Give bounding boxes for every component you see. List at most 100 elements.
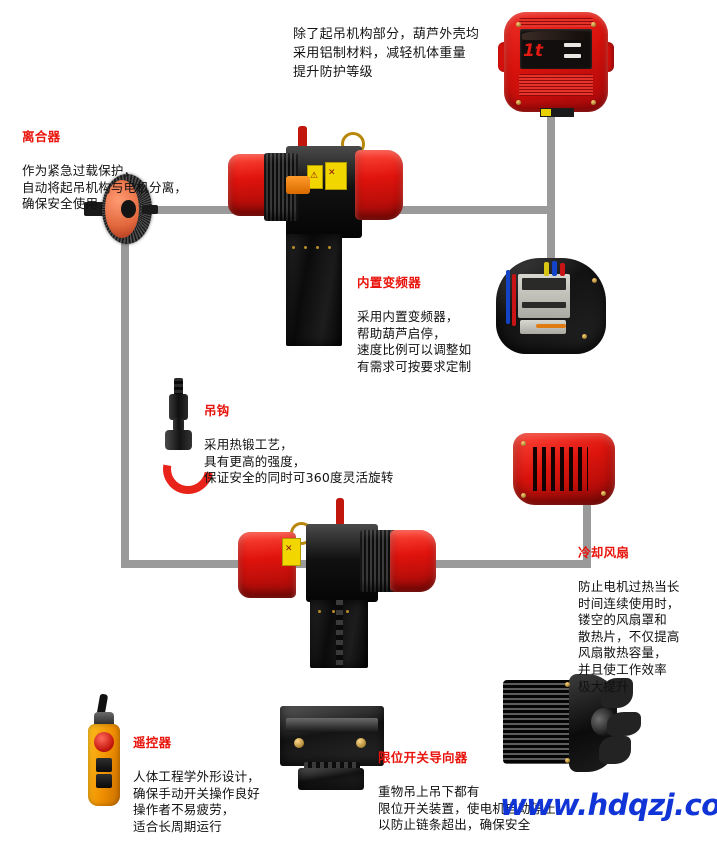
limit-switch-image <box>280 706 384 792</box>
pendant-remote-image <box>80 693 136 814</box>
inverter-board-chip <box>522 278 566 290</box>
cover-screw-br <box>591 100 596 105</box>
cover-grill-bottom <box>519 74 593 96</box>
hook-bearing-nut <box>165 430 192 450</box>
lower-hoist-chain-bag <box>310 600 368 668</box>
hook-image <box>153 378 223 504</box>
inverter-image <box>496 258 606 358</box>
remote-up-button <box>96 758 112 772</box>
annotation-inverter-body: 采用内置变频器， 帮助葫芦启停， 速度比例可以调整如 有需求可按要求定制 <box>357 308 472 374</box>
site-watermark: www.hdqzj.com <box>500 788 717 822</box>
emergency-stop-button <box>94 732 114 752</box>
hook-chain <box>174 378 183 396</box>
wire-blue-a <box>506 270 510 324</box>
annotation-cooling-fan-body: 防止电机过热当长 时间连续使用时， 镂空的风扇罩和 散热片，不仅提高 风扇散热容… <box>578 578 680 694</box>
connector-line-inverter-vertical <box>547 206 555 276</box>
annotation-hook: 吊钩 采用热锻工艺， 具有更高的强度， 保证安全的同时可360度灵活旋转 <box>204 386 484 503</box>
hook-swivel-body <box>169 394 188 420</box>
clutch-image <box>84 172 164 248</box>
upper-hoist-connector-block <box>286 176 310 194</box>
annotation-inverter: 内置变频器 采用内置变频器， 帮助葫芦启停， 速度比例可以调整如 有需求可按要求… <box>357 258 517 392</box>
cover-label-tag <box>540 108 574 117</box>
lower-hoist-image: ✕ <box>238 498 436 670</box>
cover-screw-bl <box>516 100 521 105</box>
limit-switch-chain <box>304 762 360 772</box>
annotation-clutch-heading: 离合器 <box>22 128 61 144</box>
inverter-board-strip <box>522 302 566 308</box>
upper-hoist-warning-label-b: ✕ <box>325 162 347 190</box>
connector-line-left-vertical <box>121 206 129 568</box>
nameplate-field-2 <box>564 54 581 58</box>
cover-screw-tr <box>591 22 596 27</box>
wire-blue-b <box>552 261 557 276</box>
motor-fan-image <box>503 672 643 780</box>
annotation-cooling-fan: 冷却风扇 防止电机过热当长 时间连续使用时， 镂空的风扇罩和 散热片，不仅提高 … <box>578 528 714 712</box>
limit-switch-bolt-left <box>294 738 304 748</box>
bag-rivet <box>332 610 335 613</box>
intro-note: 除了起吊机构部分，葫芦外壳均 采用铝制材料，减轻机体重量 提升防护等级 <box>293 27 480 80</box>
annotation-clutch-body: 作为紧急过载保护， 自动将起吊机构与电机分离， 确保安全使用 <box>22 162 188 212</box>
clutch-hub <box>121 200 136 218</box>
cover-grill-top <box>519 18 593 27</box>
fan-cover-screw-tl <box>521 441 526 446</box>
lower-hoist-warning-label: ✕ <box>282 538 301 566</box>
annotation-inverter-heading: 内置变频器 <box>357 274 422 290</box>
lower-hoist-load-chain <box>336 600 343 668</box>
limit-switch-body <box>280 706 384 766</box>
fan-cover-image <box>513 433 615 509</box>
annotation-hook-body: 采用热锻工艺， 具有更高的强度， 保证安全的同时可360度灵活旋转 <box>204 436 394 486</box>
inverter-screw-b <box>582 334 587 339</box>
diagram-canvas: 1t 除了起吊机构部分，葫芦外壳均 采用铝制材料，减轻机体重量 提升防护等级 ⚠ <box>22 12 717 834</box>
lower-hoist-right-housing <box>390 530 436 592</box>
upper-hoist-image: ⚠ ✕ <box>228 126 403 353</box>
bag-rivet <box>292 246 295 249</box>
wire-yellow <box>544 262 549 276</box>
upper-hoist-chain-bag <box>286 234 342 346</box>
limit-switch-bolt-right <box>356 738 366 748</box>
remote-down-button <box>96 774 112 788</box>
annotation-remote-body: 人体工程学外形设计， 确保手动开关操作良好 操作者不易疲劳， 适合长周期运行 <box>133 768 261 834</box>
no-entry-icon: ✕ <box>328 168 336 178</box>
motor-cooling-fins <box>503 680 577 764</box>
clutch-shaft-right <box>142 205 158 214</box>
bag-rivet <box>304 246 307 249</box>
upper-hoist-right-housing <box>355 150 403 220</box>
connector-line-fan-vertical <box>583 498 591 568</box>
wire-red-a <box>512 274 516 326</box>
connector-line-top-vertical <box>547 104 555 244</box>
annotation-clutch: 离合器 作为紧急过载保护， 自动将起吊机构与电机分离， 确保安全使用 <box>22 112 222 229</box>
motor-screw-bottom <box>565 758 570 763</box>
fan-blade <box>601 678 633 708</box>
bag-rivet <box>318 610 321 613</box>
upper-hoist-top-hook <box>298 126 307 162</box>
capacity-badge: 1t <box>523 41 543 61</box>
nameplate-window <box>522 31 588 40</box>
hook-shank <box>173 418 184 432</box>
bag-rivet <box>328 246 331 249</box>
warning-triangle-icon: ⚠ <box>310 171 319 181</box>
annotation-limit-switch-heading: 限位开关导向器 <box>378 749 468 765</box>
fan-cover-louvers <box>533 447 588 491</box>
annotation-cooling-fan-heading: 冷却风扇 <box>578 544 630 560</box>
motor-screw-top <box>565 682 570 687</box>
fan-cover-screw-br <box>601 491 606 496</box>
inverter-screw-a <box>592 278 597 283</box>
no-entry-icon: ✕ <box>285 544 293 554</box>
wire-red-b <box>560 263 565 276</box>
fan-blade <box>607 712 641 736</box>
limit-switch-lower-block <box>298 768 364 790</box>
annotation-remote-heading: 遥控器 <box>133 734 172 750</box>
lower-hoist-top-hook <box>336 498 344 526</box>
upper-hoist-warning-label-a: ⚠ <box>307 165 323 189</box>
limit-switch-guide-bar <box>286 718 378 732</box>
cover-screw-tl <box>516 22 521 27</box>
fan-cover-screw-bl <box>521 493 526 498</box>
fan-blade <box>599 736 631 764</box>
cover-nameplate: 1t <box>520 29 592 69</box>
bag-rivet <box>346 610 349 613</box>
aluminium-cover-image: 1t <box>498 12 614 118</box>
annotation-remote: 遥控器 人体工程学外形设计， 确保手动开关操作良好 操作者不易疲劳， 适合长周期… <box>133 718 293 852</box>
annotation-hook-heading: 吊钩 <box>204 402 230 418</box>
wire-orange <box>536 324 566 328</box>
nameplate-field-1 <box>564 43 581 47</box>
